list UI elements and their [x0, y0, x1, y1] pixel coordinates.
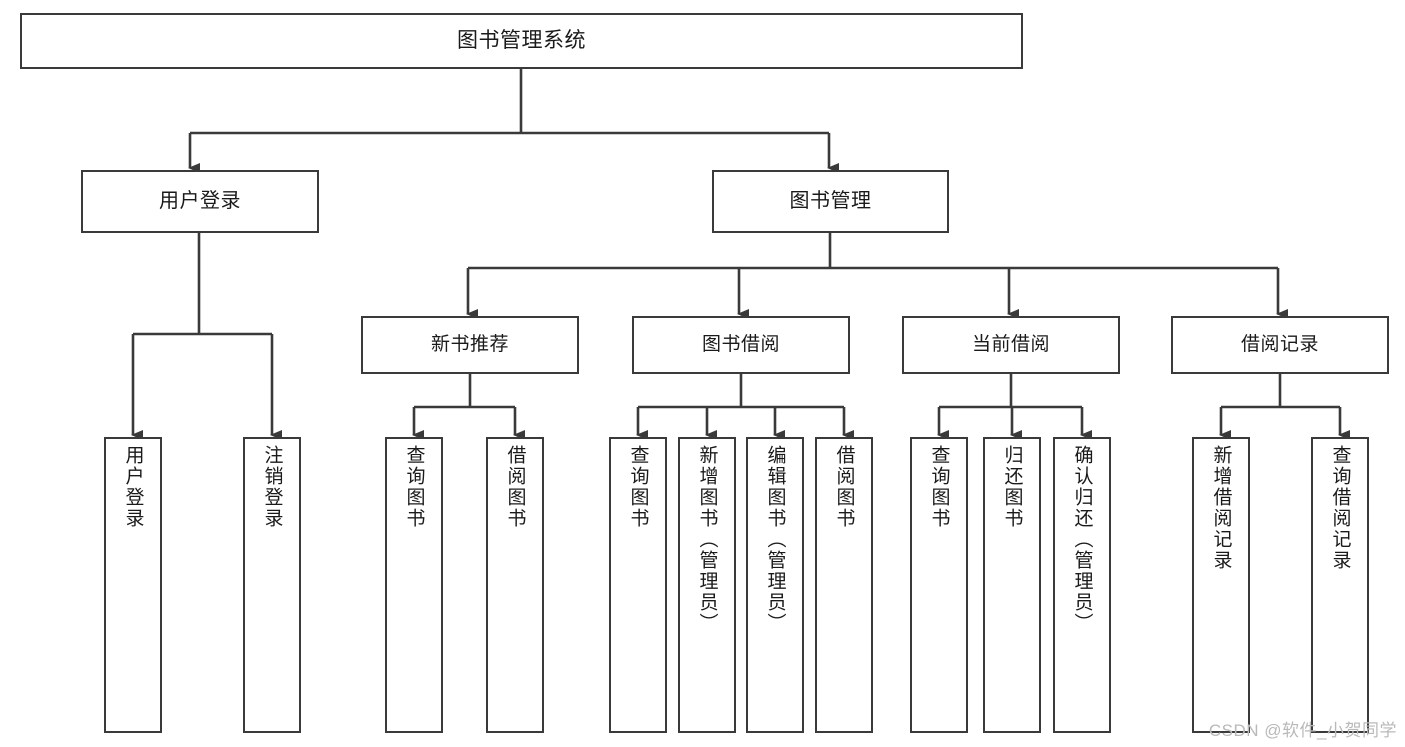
node-label: 新书推荐	[430, 333, 509, 355]
node-label: 新增图书（管理员）	[696, 445, 718, 634]
node-label: 图书管理	[789, 189, 872, 212]
node-borrow-record: 借阅记录	[1171, 316, 1389, 374]
node-label: 查询图书	[627, 445, 649, 529]
node-leaf-query-record: 查询借阅记录	[1311, 437, 1369, 733]
node-label: 借阅图书	[833, 445, 855, 529]
node-book-borrow: 图书借阅	[632, 316, 850, 374]
node-label: 查询图书	[928, 445, 950, 529]
node-leaf-edit-book: 编辑图书（管理员）	[746, 437, 804, 733]
node-label: 注销登录	[261, 445, 283, 529]
node-leaf-borrow-book-2: 借阅图书	[815, 437, 873, 733]
node-user-login: 用户登录	[81, 170, 319, 233]
node-label: 新增借阅记录	[1210, 445, 1232, 571]
node-leaf-add-record: 新增借阅记录	[1192, 437, 1250, 733]
node-label: 当前借阅	[971, 333, 1050, 355]
node-label: 确认归还（管理员）	[1071, 445, 1093, 634]
node-leaf-query-book-1: 查询图书	[385, 437, 443, 733]
node-leaf-query-book-2: 查询图书	[609, 437, 667, 733]
node-label: 编辑图书（管理员）	[764, 445, 786, 634]
node-label: 借阅图书	[504, 445, 526, 529]
node-leaf-confirm-return: 确认归还（管理员）	[1053, 437, 1111, 733]
node-label: 用户登录	[159, 189, 241, 212]
node-label: 借阅记录	[1240, 333, 1319, 355]
node-label: 图书借阅	[701, 333, 780, 355]
node-new-book-recommend: 新书推荐	[361, 316, 579, 374]
node-label: 查询借阅记录	[1329, 445, 1351, 571]
node-book-manage: 图书管理	[712, 170, 949, 233]
node-leaf-user-login: 用户登录	[104, 437, 162, 733]
node-leaf-query-book-3: 查询图书	[910, 437, 968, 733]
node-current-borrow: 当前借阅	[902, 316, 1120, 374]
node-label: 查询图书	[403, 445, 425, 529]
node-label: 归还图书	[1001, 445, 1023, 529]
watermark-text: CSDN @软件_小贺同学	[1208, 721, 1397, 740]
tree-connectors	[131, 69, 1350, 440]
node-label: 用户登录	[122, 445, 144, 529]
node-root-system: 图书管理系统	[20, 13, 1023, 69]
node-leaf-add-book: 新增图书（管理员）	[678, 437, 736, 733]
node-leaf-logout: 注销登录	[243, 437, 301, 733]
node-leaf-borrow-book-1: 借阅图书	[486, 437, 544, 733]
node-leaf-return-book: 归还图书	[983, 437, 1041, 733]
node-label: 图书管理系统	[457, 28, 586, 52]
